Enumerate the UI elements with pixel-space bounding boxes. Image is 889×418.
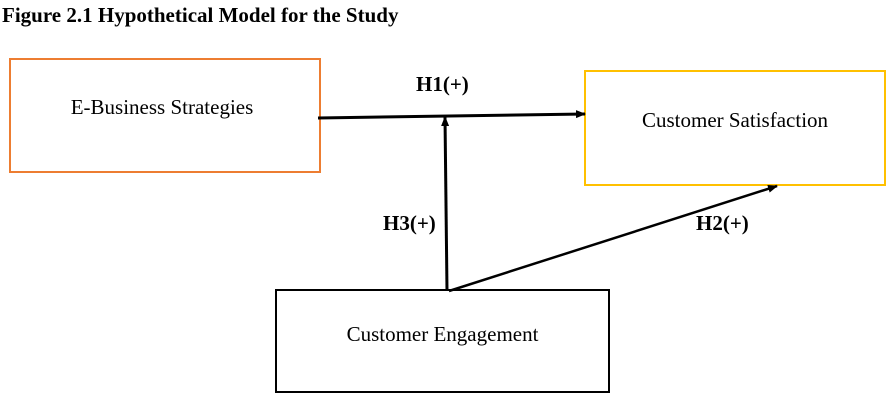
edge-h3-arrow xyxy=(441,116,450,292)
node-ebusiness-strategies: E-Business Strategies xyxy=(9,58,321,173)
node-label-ebusiness-strategies: E-Business Strategies xyxy=(70,94,254,119)
edge-h1-arrow xyxy=(317,110,586,120)
node-customer-engagement: Customer Engagement xyxy=(275,289,610,393)
edge-label-h1: H1(+) xyxy=(416,72,469,96)
figure-title: Figure 2.1 Hypothetical Model for the St… xyxy=(2,3,399,27)
edge-label-h3: H3(+) xyxy=(383,211,436,235)
edge-label-h2: H2(+) xyxy=(696,211,749,235)
edge-h2-arrow xyxy=(448,184,778,293)
node-label-customer-satisfaction: Customer Satisfaction xyxy=(641,107,829,132)
node-customer-satisfaction: Customer Satisfaction xyxy=(584,70,886,186)
node-label-customer-engagement: Customer Engagement xyxy=(346,321,539,346)
